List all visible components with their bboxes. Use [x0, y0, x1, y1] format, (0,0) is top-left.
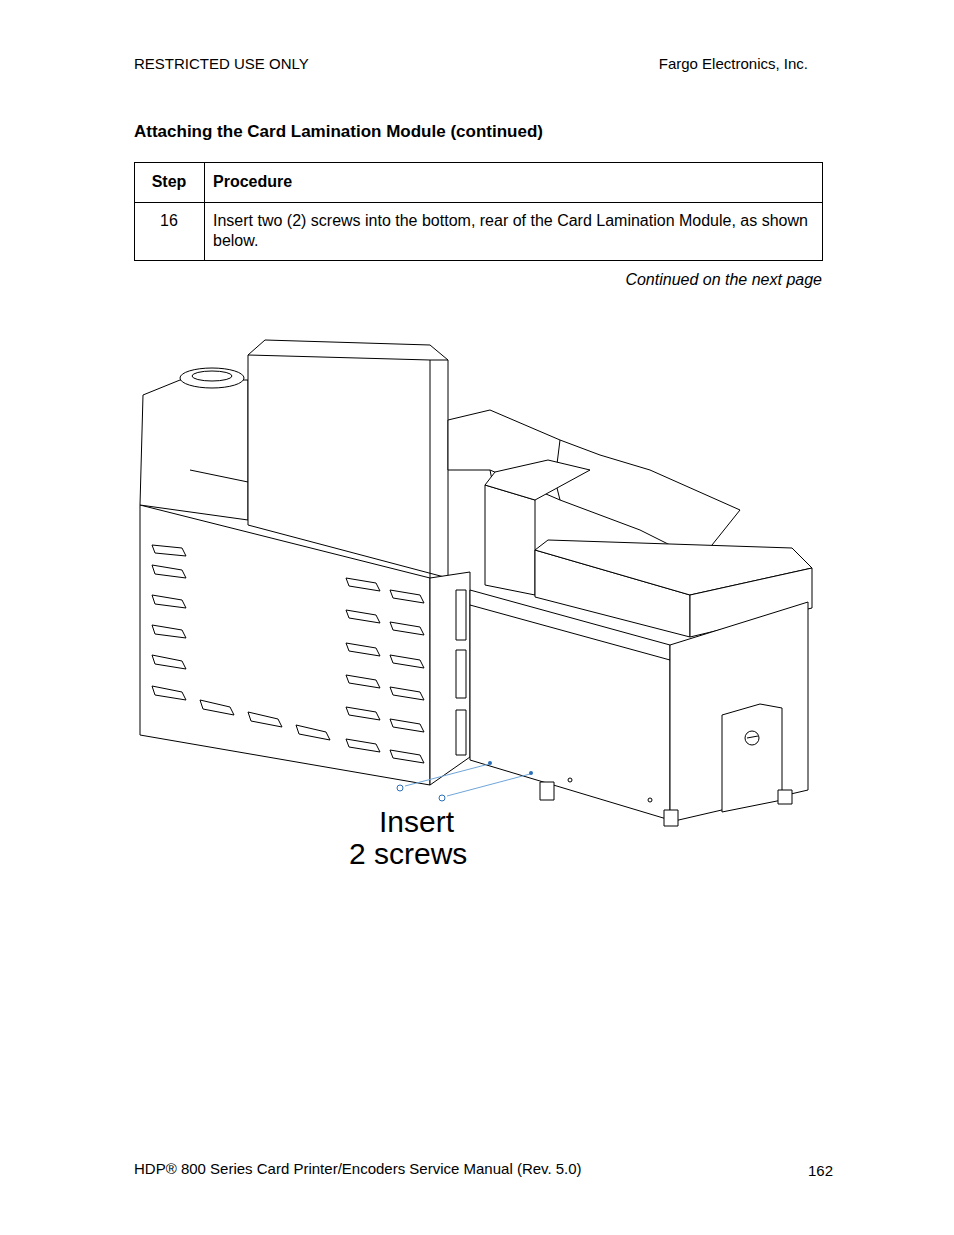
callout-label: Insert 2 screws: [349, 806, 474, 870]
page-number: 162: [808, 1162, 833, 1181]
vent-slots: [152, 545, 424, 763]
table-grid: [135, 163, 823, 261]
procedure-text: Insert two (2) screws into the bottom, r…: [213, 211, 813, 251]
footer-title: HDP® 800 Series Card Printer/Encoders Se…: [134, 1160, 582, 1179]
screw-leaders: [397, 761, 533, 801]
table-header: Step: [134, 172, 204, 192]
header-left: RESTRICTED USE ONLY: [134, 55, 309, 74]
continued-note: Continued on the next page: [625, 270, 822, 290]
section-title: Attaching the Card Lamination Module (co…: [134, 121, 543, 142]
printer-drawing: [140, 340, 812, 826]
table-header: Procedure: [213, 172, 292, 192]
header-right: Fargo Electronics, Inc.: [659, 55, 808, 74]
step-number: 16: [134, 211, 204, 231]
